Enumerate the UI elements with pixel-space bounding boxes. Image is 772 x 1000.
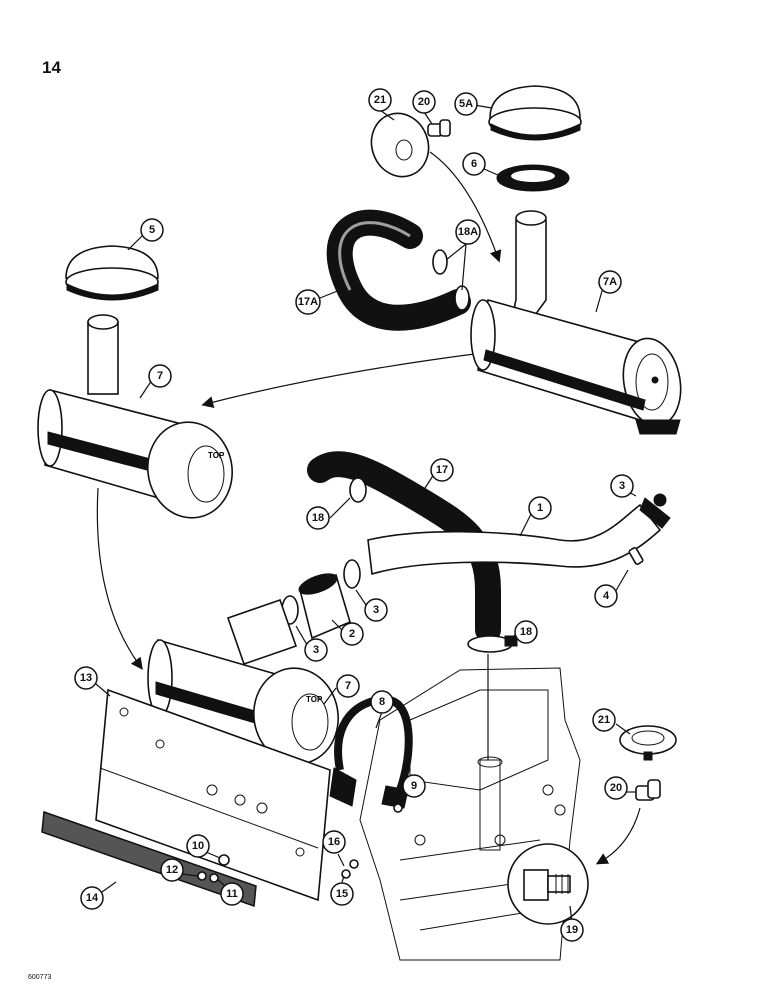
- cap-5: [65, 245, 159, 301]
- callout-18a: 18A: [455, 219, 481, 245]
- svg-text:9: 9: [411, 780, 417, 792]
- clamps-18a: [432, 249, 470, 311]
- svg-text:2: 2: [349, 628, 355, 640]
- callout-3-mid: 3: [364, 598, 388, 622]
- ring-6: [496, 164, 570, 192]
- elbow-2: [298, 573, 351, 640]
- cap-5a: [488, 85, 582, 141]
- tube-1: [367, 503, 662, 576]
- callout-9: 9: [402, 774, 426, 798]
- svg-text:14: 14: [86, 892, 99, 904]
- callout-11: 11: [220, 882, 244, 906]
- air-cleaner-7a: [470, 210, 682, 435]
- callout-15: 15: [330, 882, 354, 906]
- flow-arrow-21-to-7a: [429, 151, 502, 263]
- callout-10: 10: [186, 834, 210, 858]
- callout-19: 19: [560, 918, 584, 942]
- svg-text:21: 21: [374, 94, 386, 106]
- band-clamp-8: [329, 695, 413, 809]
- flow-arrow-20-to-19: [595, 807, 641, 865]
- svg-text:8: 8: [379, 696, 385, 708]
- bracket-13: [95, 688, 331, 902]
- svg-text:11: 11: [226, 888, 238, 900]
- svg-text:7: 7: [345, 680, 351, 692]
- svg-text:10: 10: [192, 840, 204, 852]
- flow-arrow-7-to-lower: [96, 487, 143, 670]
- callout-7a: 7A: [598, 270, 622, 294]
- callout-4: 4: [594, 584, 618, 608]
- svg-text:20: 20: [418, 96, 430, 108]
- leader-lines: [95, 103, 637, 923]
- callout-7-upper: 7: [148, 364, 172, 388]
- callout-1: 1: [528, 496, 552, 520]
- callout-2: 2: [340, 622, 364, 646]
- svg-text:15: 15: [336, 888, 348, 900]
- callout-21-top: 21: [368, 88, 392, 112]
- svg-text:TOP: TOP: [306, 695, 323, 704]
- fitting-20-top: [427, 119, 451, 137]
- callout-17: 17: [430, 458, 454, 482]
- callout-21-bottom: 21: [592, 708, 616, 732]
- flow-arrow-7a-to-7: [201, 351, 491, 409]
- callout-3-right: 3: [610, 474, 634, 498]
- callout-14: 14: [80, 886, 104, 910]
- plate-21-top: [370, 112, 430, 178]
- page-number: 14: [42, 58, 61, 77]
- engine-block: [359, 667, 581, 961]
- callout-18-left: 18: [306, 506, 330, 530]
- svg-text:TOP: TOP: [208, 451, 225, 460]
- clamp-3-mid: [343, 559, 361, 589]
- svg-text:5: 5: [149, 224, 155, 236]
- callout-8: 8: [370, 690, 394, 714]
- callout-12: 12: [160, 858, 184, 882]
- svg-text:3: 3: [373, 604, 379, 616]
- svg-text:16: 16: [328, 836, 340, 848]
- callout-20-bottom: 20: [604, 776, 628, 800]
- svg-text:20: 20: [610, 782, 622, 794]
- svg-text:17: 17: [436, 464, 448, 476]
- svg-text:18A: 18A: [458, 226, 478, 238]
- callout-6: 6: [462, 152, 486, 176]
- svg-text:7: 7: [157, 370, 163, 382]
- svg-text:3: 3: [619, 480, 625, 492]
- callout-5: 5: [140, 218, 164, 242]
- callout-5a: 5A: [454, 92, 478, 116]
- callout-18-right: 18: [514, 620, 538, 644]
- callout-16: 16: [322, 830, 346, 854]
- clamp-18-left: [349, 477, 367, 503]
- svg-text:19: 19: [566, 924, 578, 936]
- drawing-code: 600773: [28, 974, 52, 981]
- pin-4: [628, 547, 644, 565]
- svg-text:5A: 5A: [459, 98, 473, 110]
- svg-text:12: 12: [166, 864, 178, 876]
- svg-text:6: 6: [471, 158, 477, 170]
- detail-19-fitting: [507, 843, 589, 925]
- svg-text:1: 1: [537, 502, 543, 514]
- svg-text:13: 13: [80, 672, 92, 684]
- callout-20-top: 20: [412, 90, 436, 114]
- clamp-18-right: [467, 635, 518, 653]
- svg-text:18: 18: [520, 626, 532, 638]
- callout-3-left: 3: [304, 638, 328, 662]
- hose-17a: [326, 209, 471, 331]
- svg-text:18: 18: [312, 512, 324, 524]
- air-cleaner-7-lower: TOP: [147, 598, 339, 765]
- seal-strip-14: [41, 810, 257, 908]
- svg-text:4: 4: [603, 590, 610, 602]
- clamp-3-right: [639, 493, 671, 529]
- air-cleaner-7-upper: TOP: [37, 314, 233, 519]
- svg-text:17A: 17A: [298, 296, 318, 308]
- svg-text:7A: 7A: [603, 276, 617, 288]
- fitting-20-bottom: [635, 779, 661, 801]
- svg-text:3: 3: [313, 644, 319, 656]
- callout-17a: 17A: [295, 289, 321, 315]
- callout-7-lower: 7: [336, 674, 360, 698]
- callout-13: 13: [74, 666, 98, 690]
- svg-text:21: 21: [598, 714, 610, 726]
- plate-21-bottom: [619, 725, 677, 761]
